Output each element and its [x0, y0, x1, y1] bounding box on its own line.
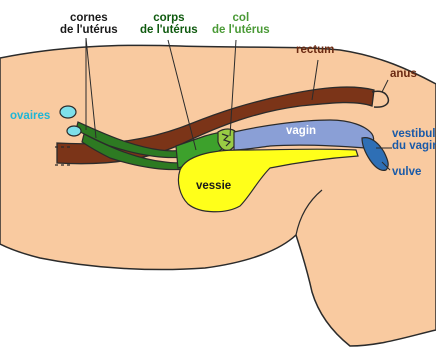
- label-vestibule-line2: du vagin: [392, 140, 436, 152]
- label-col: col de l'utérus: [212, 12, 270, 36]
- label-vessie: vessie: [196, 180, 231, 192]
- label-rectum: rectum: [296, 44, 334, 56]
- label-vestibule-line1: vestibule: [392, 128, 436, 140]
- label-col-line1: col: [212, 12, 270, 24]
- label-ovaires: ovaires: [10, 110, 50, 122]
- label-col-line2: de l'utérus: [212, 24, 270, 36]
- label-vestibule: vestibule du vagin: [392, 128, 436, 152]
- ovary-upper: [60, 106, 76, 118]
- label-vagin: vagin: [286, 125, 316, 137]
- label-anus: anus: [390, 68, 417, 80]
- label-corps-line1: corps: [140, 12, 198, 24]
- label-cornes-line2: de l'utérus: [60, 24, 118, 36]
- label-cornes: cornes de l'utérus: [60, 12, 118, 36]
- label-vulve: vulve: [392, 166, 421, 178]
- label-cornes-line1: cornes: [60, 12, 118, 24]
- ovary-lower: [67, 126, 81, 136]
- label-corps: corps de l'utérus: [140, 12, 198, 36]
- label-corps-line2: de l'utérus: [140, 24, 198, 36]
